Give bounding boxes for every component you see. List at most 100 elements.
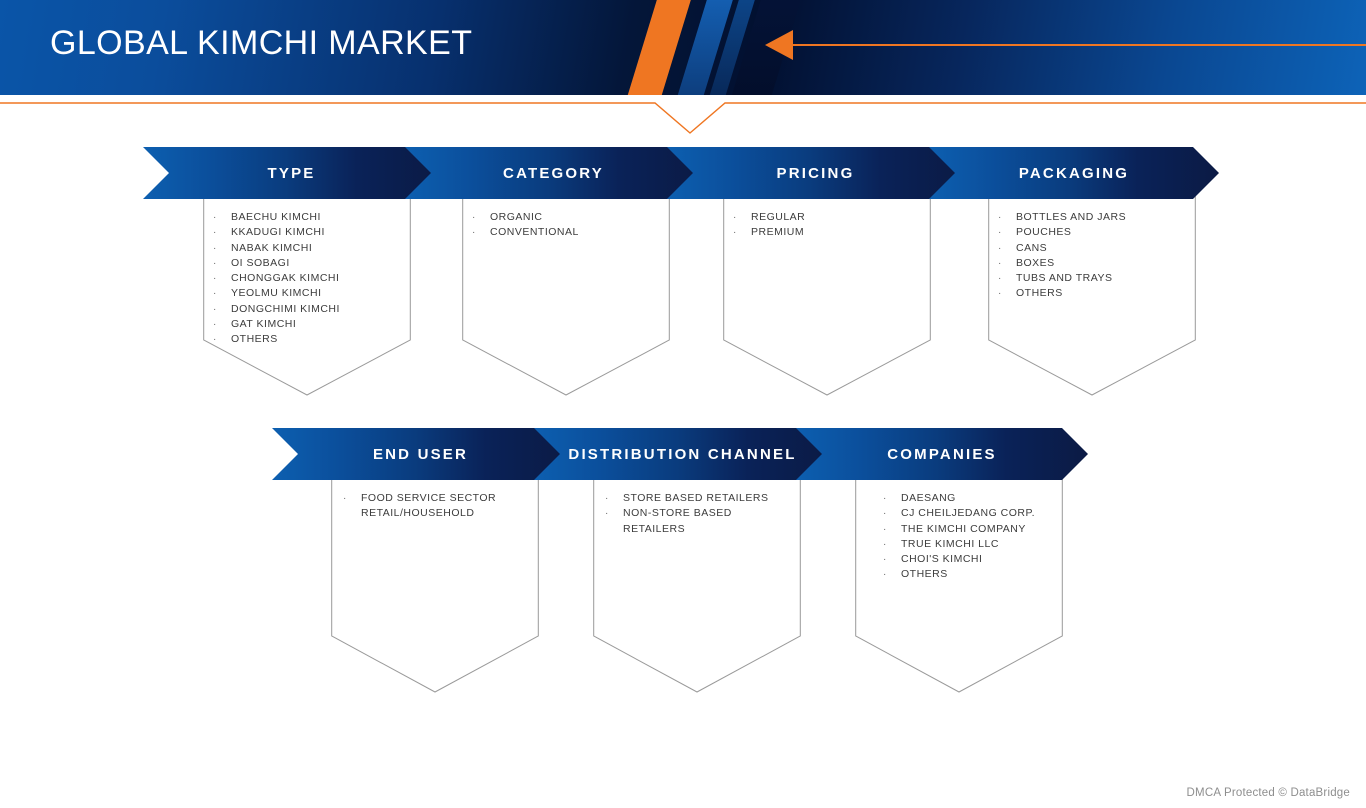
card-pricing: · REGULAR · PREMIUM bbox=[723, 196, 931, 396]
list-item: · BOTTLES AND JARS bbox=[998, 210, 1190, 225]
list-item-label: BOTTLES AND JARS bbox=[1016, 211, 1127, 223]
bullet-icon: · bbox=[883, 538, 887, 550]
list-item-label: THE KIMCHI COMPANY bbox=[901, 522, 1026, 535]
bullet-icon: · bbox=[883, 493, 887, 504]
list-item-label: ORGANIC bbox=[490, 211, 543, 223]
orange-divider-rule bbox=[0, 102, 1366, 134]
list-item: ·OTHERS bbox=[998, 286, 1190, 301]
banner-companies[interactable]: COMPANIES bbox=[796, 428, 1088, 480]
bullet-icon: · bbox=[213, 303, 217, 315]
list-item: · NON-STORE BASED RETAILERS bbox=[605, 506, 791, 537]
list-item: · CJ CHEILJEDANG CORP. bbox=[883, 506, 1055, 521]
list-item-label: CJ CHEILJEDANG CORP. bbox=[901, 507, 1036, 520]
list-item: · TUBS AND TRAYS bbox=[998, 271, 1190, 286]
list-item-label: OTHERS bbox=[901, 568, 948, 581]
list-item-label: BAECHU KIMCHI bbox=[231, 211, 321, 223]
list-item: · THE KIMCHI COMPANY bbox=[883, 522, 1055, 537]
bullet-icon: · bbox=[883, 508, 887, 520]
bullet-icon: · bbox=[213, 227, 217, 239]
bullet-icon: · bbox=[213, 288, 217, 300]
list-item-label: TUBS AND TRAYS bbox=[1016, 272, 1113, 285]
bullet-icon: · bbox=[998, 212, 1002, 223]
list-item-label: KKADUGI KIMCHI bbox=[231, 226, 325, 239]
card-type: · BAECHU KIMCHI · KKADUGI KIMCHI · NABAK KIMC… bbox=[203, 196, 411, 396]
banner-companies-label: COMPANIES bbox=[887, 445, 997, 463]
page-title: GLOBAL KIMCHI MARKET bbox=[50, 24, 473, 62]
list-item-label: DAESANG bbox=[901, 492, 956, 504]
list-item-label: CHONGGAK KIMCHI bbox=[231, 272, 340, 285]
bullet-icon: · bbox=[472, 212, 476, 223]
list-item-label: PREMIUM bbox=[751, 226, 805, 239]
list-category: · ORGANIC · CONVENTIONAL bbox=[462, 196, 670, 241]
header-arrow-line bbox=[792, 44, 1366, 46]
list-packaging: · BOTTLES AND JARS · POUCHES ·CANS · BOXES · TUB… bbox=[988, 196, 1196, 302]
banner-type[interactable]: TYPE bbox=[143, 147, 440, 199]
list-item-label: POUCHES bbox=[1016, 226, 1072, 239]
list-item-label: DONGCHIMI KIMCHI bbox=[231, 302, 340, 315]
list-item-label: BOXES bbox=[1016, 256, 1055, 269]
bullet-icon: · bbox=[883, 523, 887, 535]
card-distribution-channel: · STORE BASED RETAILERS · NON-STORE BASED R… bbox=[593, 477, 801, 693]
footer-copyright: DMCA Protected © DataBridge bbox=[1186, 787, 1350, 799]
bullet-icon: · bbox=[213, 257, 217, 269]
banner-pricing[interactable]: PRICING bbox=[667, 147, 964, 199]
left-arrow-icon bbox=[765, 30, 793, 60]
bullet-icon: · bbox=[213, 242, 217, 254]
bullet-icon: · bbox=[213, 273, 217, 285]
bullet-icon: · bbox=[883, 569, 887, 581]
banner-packaging[interactable]: PACKAGING bbox=[929, 147, 1219, 199]
banner-type-label: TYPE bbox=[267, 164, 316, 182]
banner-distribution-channel-label: DISTRIBUTION CHANNEL bbox=[568, 445, 797, 463]
list-item-label: CONVENTIONAL bbox=[490, 226, 579, 239]
banner-end-user[interactable]: END USER bbox=[272, 428, 569, 480]
card-category: · ORGANIC · CONVENTIONAL bbox=[462, 196, 670, 396]
bullet-icon: · bbox=[883, 554, 887, 566]
list-item: · OTHERS bbox=[883, 567, 1055, 582]
card-end-user: · FOOD SERVICE SECTOR RETAIL/HOUSEHOLD bbox=[331, 477, 539, 693]
list-item-label: CANS bbox=[1016, 241, 1048, 254]
bullet-icon: · bbox=[213, 334, 217, 346]
list-item: · ORGANIC bbox=[472, 210, 664, 225]
bullet-icon: · bbox=[733, 227, 737, 239]
banner-category-label: CATEGORY bbox=[503, 164, 604, 182]
bullet-icon: · bbox=[998, 288, 1002, 300]
banner-pricing-label: PRICING bbox=[776, 164, 855, 182]
card-packaging: · BOTTLES AND JARS · POUCHES ·CANS · BOXES · TUB… bbox=[988, 196, 1196, 396]
banner-packaging-label: PACKAGING bbox=[1018, 164, 1130, 182]
list-distribution-channel: · STORE BASED RETAILERS · NON-STORE BASED R… bbox=[593, 477, 801, 537]
list-item: · STORE BASED RETAILERS bbox=[605, 491, 791, 506]
banner-category[interactable]: CATEGORY bbox=[405, 147, 702, 199]
banner-distribution-channel[interactable]: DISTRIBUTION CHANNEL bbox=[534, 428, 831, 480]
list-item: · CONVENTIONAL bbox=[472, 225, 664, 240]
list-item-label: NABAK KIMCHI bbox=[231, 241, 313, 254]
bullet-icon: · bbox=[213, 212, 217, 223]
list-item: · OI SOBAGI bbox=[213, 256, 405, 271]
list-item-label: REGULAR bbox=[751, 211, 806, 223]
bullet-icon: · bbox=[472, 227, 476, 239]
list-item: · CHONGGAK KIMCHI bbox=[213, 271, 405, 286]
list-item: · TRUE KIMCHI LLC bbox=[883, 537, 1055, 552]
header-banner: GLOBAL KIMCHI MARKET bbox=[0, 0, 1366, 95]
banner-end-user-label: END USER bbox=[372, 445, 469, 463]
bullet-icon: · bbox=[605, 493, 609, 504]
list-item-label: STORE BASED RETAILERS bbox=[623, 492, 769, 504]
bullet-icon: · bbox=[733, 212, 737, 223]
list-item: · FOOD SERVICE SECTOR RETAIL/HOUSEHOLD bbox=[343, 491, 529, 522]
bullet-icon: · bbox=[343, 493, 347, 504]
list-item: ·CANS bbox=[998, 241, 1190, 256]
bullet-icon: · bbox=[998, 273, 1002, 285]
list-item-label: OTHERS bbox=[231, 333, 278, 346]
list-item-label: OI SOBAGI bbox=[231, 256, 290, 269]
list-item: ·YEOLMU KIMCHI bbox=[213, 286, 405, 301]
list-item: · PREMIUM bbox=[733, 225, 925, 240]
list-item: · POUCHES bbox=[998, 225, 1190, 240]
list-item: · BAECHU KIMCHI bbox=[213, 210, 405, 225]
bullet-icon: · bbox=[605, 508, 609, 520]
bullet-icon: · bbox=[998, 227, 1002, 239]
list-item: · DAESANG bbox=[883, 491, 1055, 506]
list-item-label: NON-STORE BASED RETAILERS bbox=[623, 507, 732, 535]
list-item: ·CHOI'S KIMCHI bbox=[883, 552, 1055, 567]
list-item-label: TRUE KIMCHI LLC bbox=[901, 537, 999, 550]
list-item-label: FOOD SERVICE SECTOR RETAIL/HOUSEHOLD bbox=[361, 492, 497, 520]
list-pricing: · REGULAR · PREMIUM bbox=[723, 196, 931, 241]
